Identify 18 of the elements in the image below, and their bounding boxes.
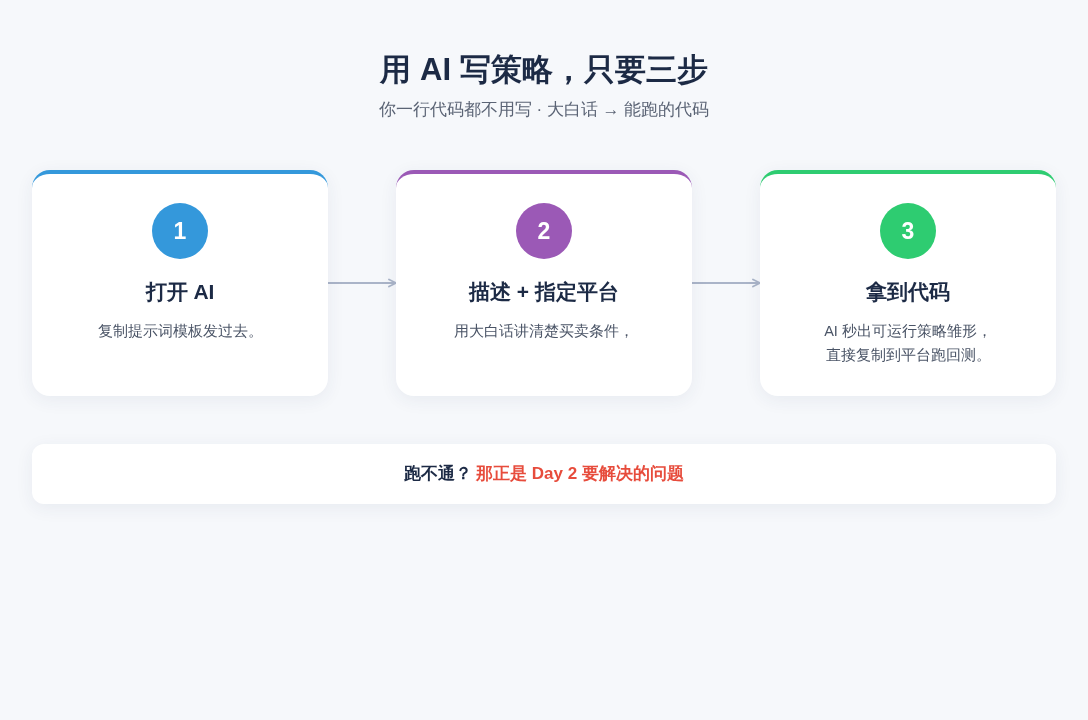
number-circle: 3 <box>880 203 936 259</box>
number-circle: 1 <box>152 203 208 259</box>
step-description: 用大白话讲清楚买卖条件， <box>453 322 635 341</box>
step-description: AI 秒出可运行策略雏形，直接复制到平台跑回测。 <box>823 322 993 365</box>
arrow <box>691 278 761 288</box>
number-circle: 2 <box>516 203 572 259</box>
question-text: 跑不通？ <box>404 464 473 483</box>
title: 用 AI 写策略，只要三步 <box>379 51 709 89</box>
step-heading: 打开 AI <box>144 279 216 305</box>
step-card <box>32 170 328 396</box>
step-card <box>760 170 1056 396</box>
step-heading: 描述 + 指定平台 <box>467 279 620 305</box>
step-card <box>396 170 692 396</box>
arrow <box>327 278 397 288</box>
highlight-text: 那正是 Day 2 要解决的问题 <box>476 464 684 483</box>
subtitle: 你一行代码都不用写 · 大白话 → 能跑的代码 <box>377 99 711 121</box>
step-description: 复制提示词模板发过去。 <box>96 322 264 341</box>
step-heading: 拿到代码 <box>865 279 951 305</box>
